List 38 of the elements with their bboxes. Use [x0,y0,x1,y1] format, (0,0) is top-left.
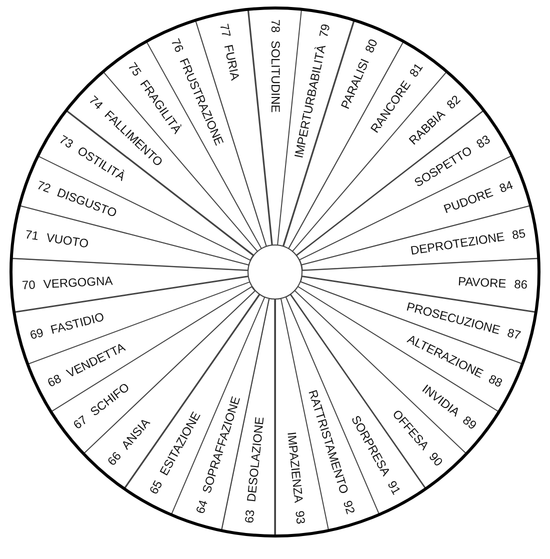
sector-number: 67 [70,413,90,432]
sector-number: 84 [497,178,514,196]
sector-number: 92 [340,498,358,516]
sector-label: PAVORE [457,274,506,291]
sector-number: 75 [124,60,144,80]
sector-number: 66 [104,449,124,469]
sector-number: 78 [268,18,282,32]
sector-number: 72 [35,178,53,196]
sector-number: 73 [56,132,76,152]
sector-number: 82 [444,92,464,112]
sector-number: 68 [44,371,63,390]
sector-number: 91 [385,478,404,497]
sector-number: 64 [192,498,210,516]
sector-number: 83 [474,132,493,152]
sector-number: 76 [168,36,187,55]
sector-number: 81 [406,60,426,80]
sector-number: 90 [426,449,446,469]
sector-number: 63 [242,510,258,524]
sector-label: VERGOGNA [43,273,114,291]
sector-number: 89 [460,413,480,432]
sector-label: FURIA [222,44,243,82]
sector-number: 93 [292,510,308,525]
sector-label: SOLITUDINE [268,40,282,112]
sector-number: 65 [146,478,165,497]
sector-label: DESOLAZIONE [244,416,268,503]
sector-number: 79 [316,23,332,39]
sector-number: 87 [506,325,522,342]
sector-label: VUOTO [44,230,90,250]
sector-number: 77 [217,22,234,38]
sector-number: 69 [28,325,45,342]
sector-number: 74 [86,92,106,112]
sector-label: IMPAZIENZA [284,431,306,504]
sector-number: 88 [486,371,506,390]
sector-number: 86 [514,277,528,292]
sector-number: 71 [24,226,40,243]
sector-number: 70 [22,277,36,292]
sector-number: 85 [510,226,526,243]
sector-number: 80 [362,36,381,55]
